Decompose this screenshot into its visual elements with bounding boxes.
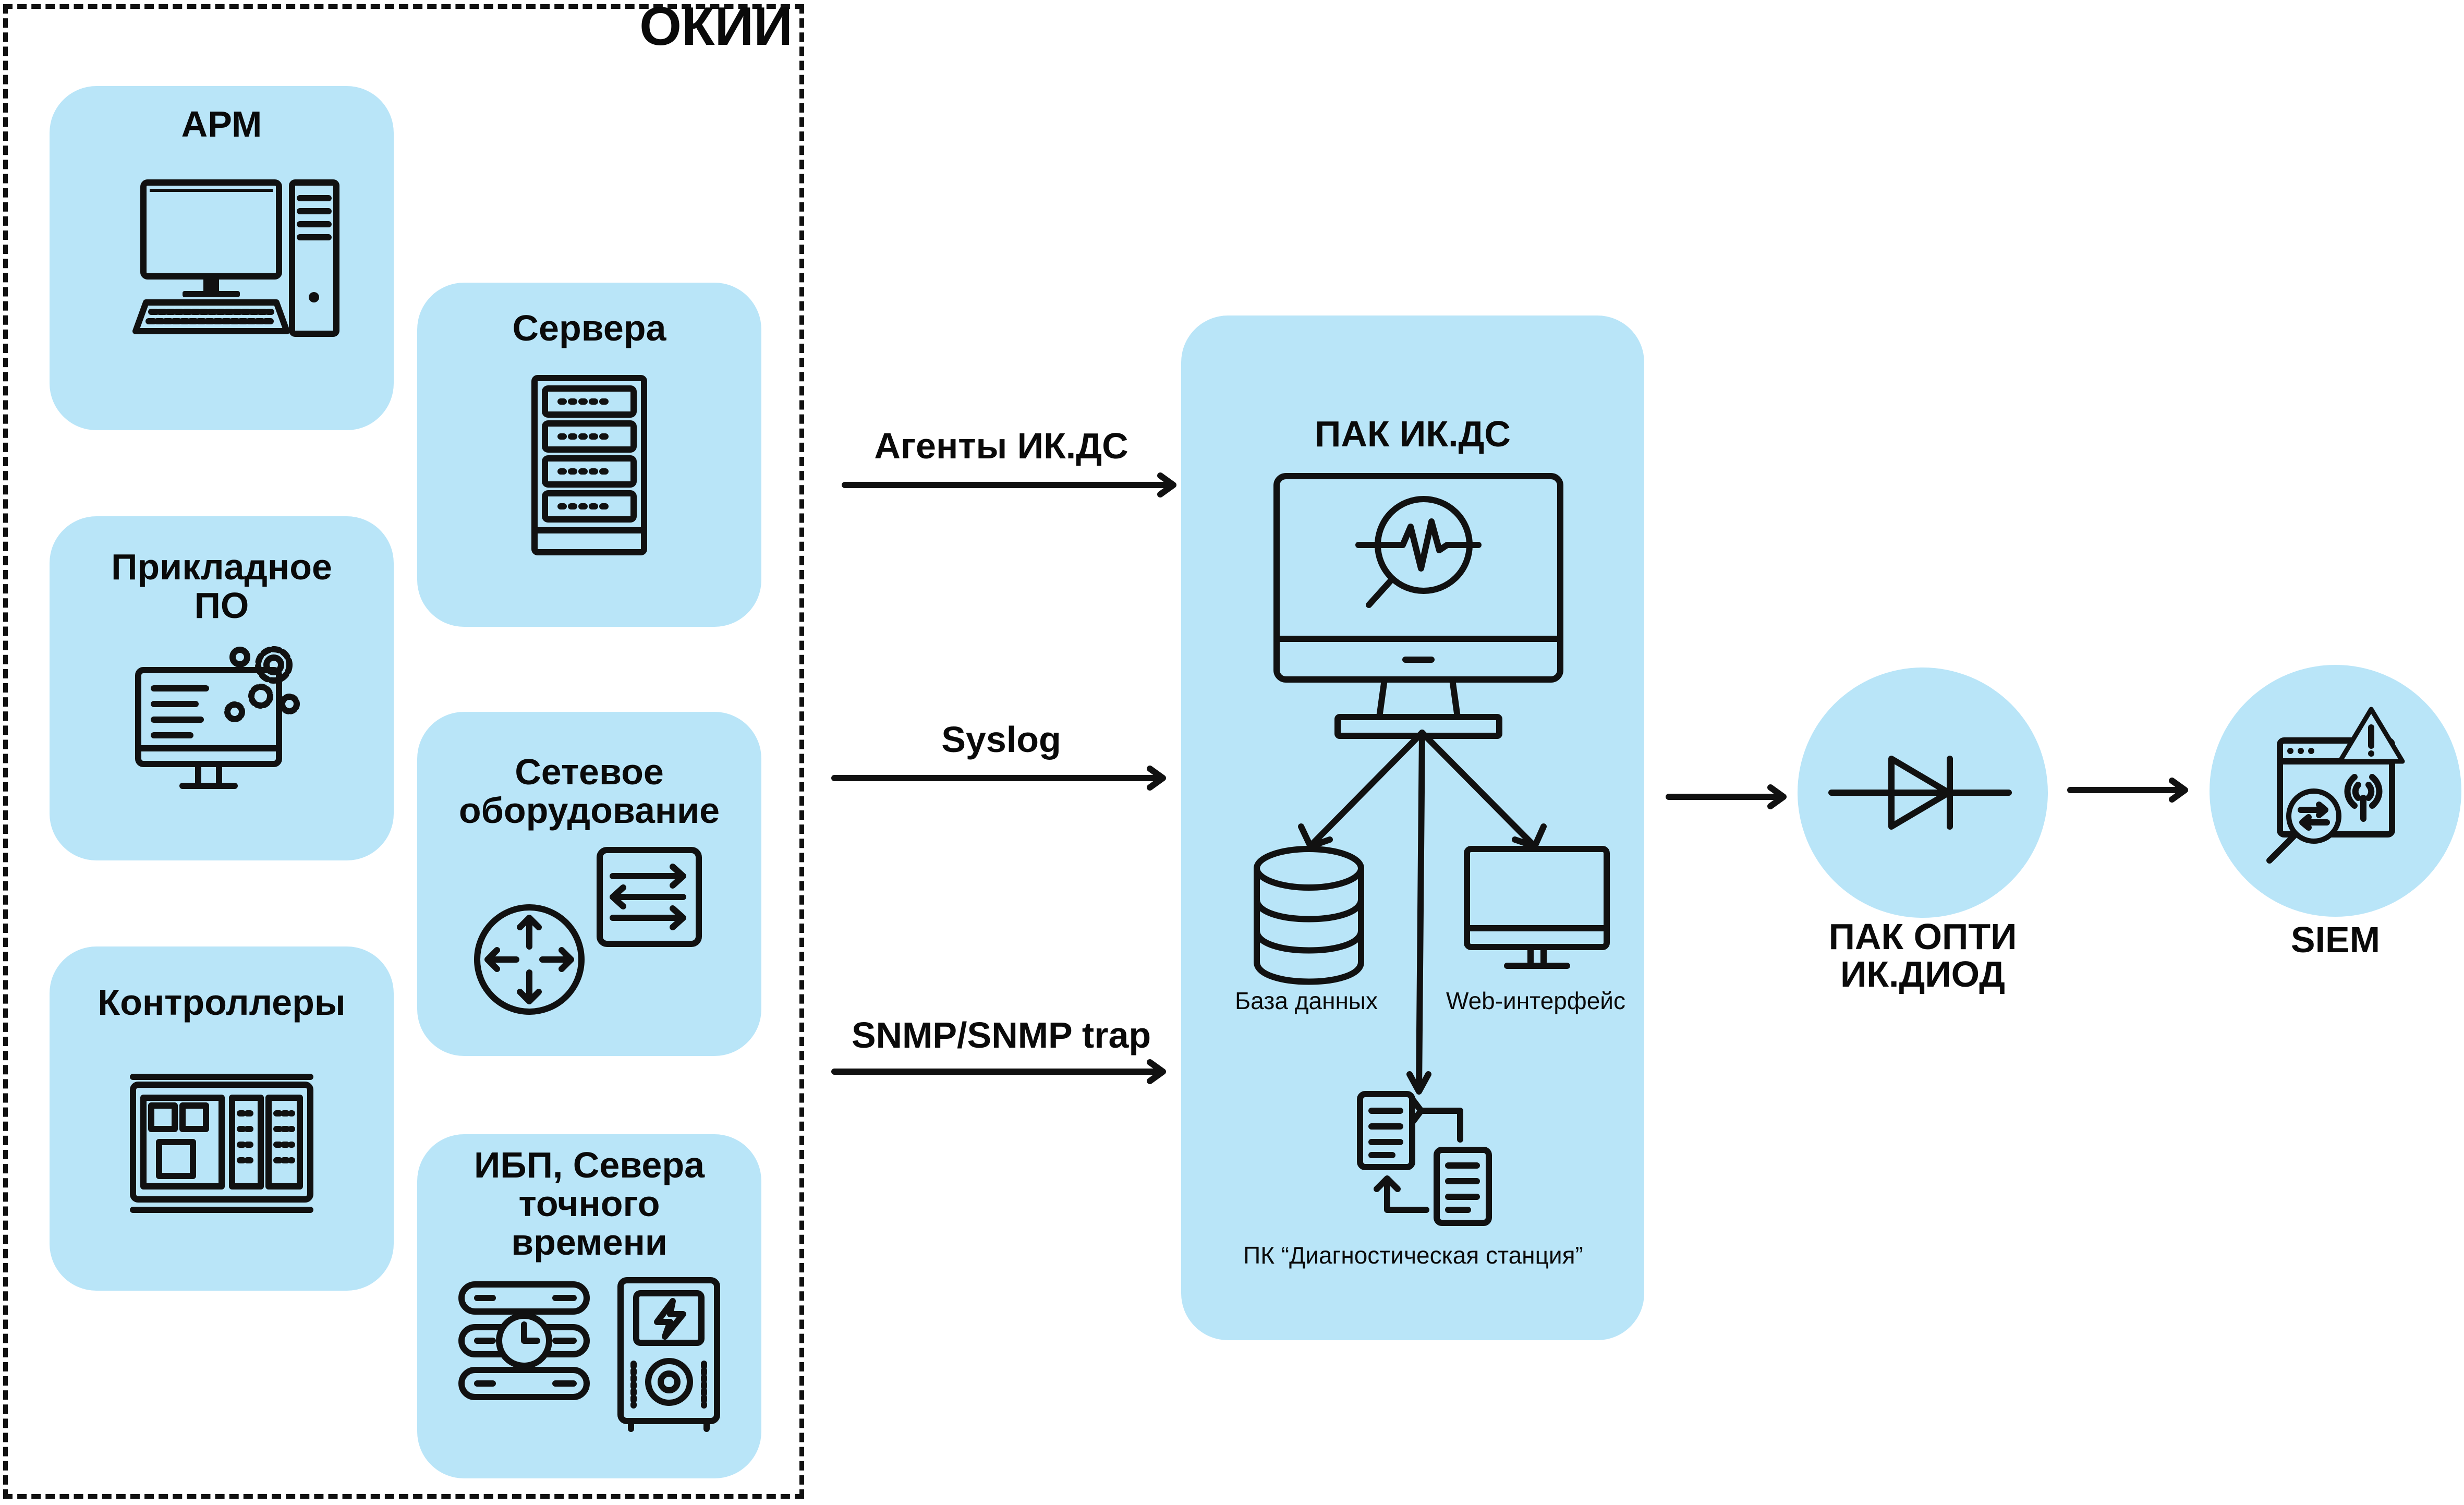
pak-ikds-title: ПАК ИК.ДС (1315, 414, 1511, 454)
documents-exchange-icon (1357, 1091, 1492, 1226)
source-arm-title: АРМ (181, 104, 262, 144)
label-database: База данных (1234, 987, 1378, 1014)
source-ups-time: ИБП, Севера точного времени (417, 1134, 761, 1478)
source-controllers-title: Контроллеры (98, 982, 346, 1023)
source-servers-title: Сервера (512, 308, 666, 348)
source-app-software: Прикладное ПО (50, 516, 394, 860)
diode-node (1798, 667, 2048, 918)
source-servers: Сервера (417, 283, 761, 627)
okii-container (3, 4, 804, 1499)
source-network-title: Сетевое оборудование (458, 751, 720, 831)
diode-title: ПАК ОПТИ ИК.ДИОД (1828, 916, 2017, 994)
siem-node (2210, 665, 2461, 917)
arrow-agents (842, 472, 1176, 497)
siem-title: SIEM (2290, 919, 2381, 960)
arrow-snmp (831, 1059, 1166, 1084)
label-diag-station: ПК “Диагностическая станция” (1243, 1242, 1583, 1269)
source-arm: АРМ (50, 86, 394, 430)
arrow-to-diode (1666, 784, 1787, 809)
source-ups-time-title: ИБП, Севера точного времени (474, 1145, 705, 1263)
label-syslog: Syslog (941, 719, 1061, 760)
monitor-analysis-icon (1273, 473, 1563, 739)
database-icon (1254, 846, 1364, 985)
source-controllers: Контроллеры (50, 946, 394, 1291)
siem-alert-icon (2266, 707, 2405, 864)
source-network: Сетевое оборудование (417, 712, 761, 1056)
desktop-computer-icon (132, 179, 339, 337)
pak-ikds: ПАК ИК.ДС База данных Web-интерфейс ПК “… (1181, 315, 1644, 1340)
arrow-syslog (831, 766, 1166, 791)
okii-title: ОКИИ (639, 0, 793, 57)
server-rack-icon (531, 375, 647, 555)
arrow-to-siem (2067, 778, 2188, 803)
label-snmp: SNMP/SNMP trap (851, 1015, 1151, 1055)
monitor-icon (1464, 846, 1610, 969)
label-agents: Агенты ИК.ДС (874, 426, 1128, 466)
time-server-ups-icon (458, 1277, 720, 1432)
diode-icon (1828, 756, 2012, 830)
source-app-software-title: Прикладное ПО (111, 547, 332, 626)
monitor-gears-icon (135, 646, 300, 789)
label-web: Web-интерфейс (1446, 987, 1625, 1014)
router-switch-icon (474, 847, 702, 1015)
controller-plc-icon (130, 1074, 313, 1213)
